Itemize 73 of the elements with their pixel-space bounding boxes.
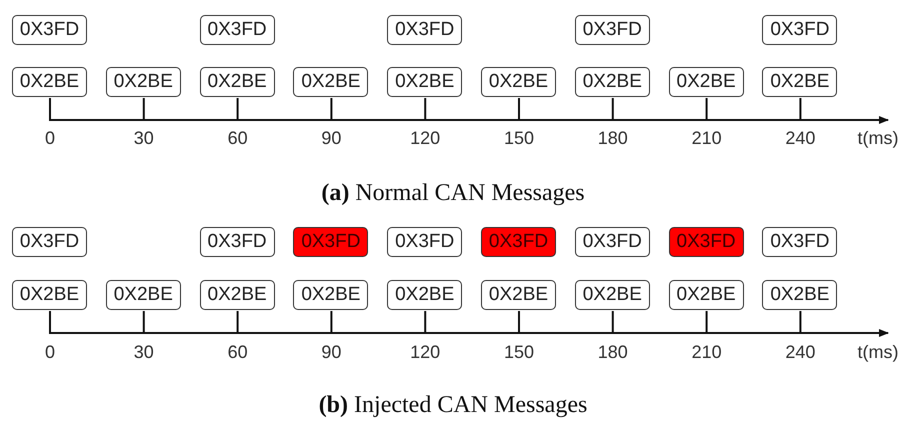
connector-line [518,311,520,333]
message-box: 0X2BE [106,67,181,97]
message-box: 0X3FD [12,227,87,257]
message-box: 0X3FD [481,227,556,257]
caption: (a) Normal CAN Messages [321,180,585,207]
message-box: 0X3FD [762,15,838,45]
tick-label: 180 [598,342,628,363]
tick-label: 0 [45,342,55,363]
caption: (b) Injected CAN Messages [318,392,588,419]
tick-label: 0 [45,128,55,149]
message-box: 0X3FD [762,227,838,257]
message-box: 0X3FD [200,227,275,257]
connector-line [706,98,708,120]
connector-line [612,311,614,333]
message-box: 0X2BE [481,67,556,97]
message-box: 0X3FD [293,227,368,257]
axis-label: t(ms) [858,128,898,149]
axis-label: t(ms) [858,342,898,363]
tick-label: 240 [785,342,816,363]
timeline-arrow [49,116,889,124]
tick-label: 90 [321,128,342,149]
timeline-arrow [49,329,889,337]
connector-line [330,311,332,333]
message-box: 0X2BE [387,280,462,310]
message-box: 0X2BE [574,67,650,97]
message-box: 0X2BE [200,280,275,310]
message-box: 0X2BE [293,280,368,310]
tick-label: 150 [504,128,534,149]
connector-line [612,98,614,120]
connector-line [142,98,145,120]
message-box: 0X2BE [200,67,275,97]
message-box: 0X2BE [668,67,744,97]
message-box: 0X2BE [762,280,838,310]
message-box: 0X2BE [481,280,556,310]
tick-label: 210 [692,342,722,363]
tick-label: 120 [410,342,440,363]
connector-line [236,98,239,120]
connector-line [706,311,708,333]
connector-line [330,98,332,120]
tick-label: 150 [504,342,534,363]
message-box: 0X2BE [668,280,744,310]
tick-label: 60 [228,128,248,149]
connector-line [236,311,239,333]
message-box: 0X3FD [200,15,275,45]
tick-label: 120 [410,128,440,149]
message-box: 0X3FD [574,15,650,45]
message-box: 0X2BE [574,280,650,310]
tick-label: 240 [785,128,816,149]
connector-line [142,311,145,333]
connector-line [518,98,520,120]
message-box: 0X2BE [12,280,87,310]
connector-line [799,98,802,120]
message-box: 0X2BE [12,67,87,97]
message-box: 0X2BE [106,280,181,310]
message-box: 0X3FD [574,227,650,257]
connector-line [799,311,802,333]
message-box: 0X2BE [293,67,368,97]
tick-label: 90 [321,342,342,363]
tick-label: 30 [134,342,154,363]
connector-line [49,98,51,120]
message-box: 0X2BE [762,67,838,97]
message-box: 0X3FD [12,15,87,45]
connector-line [49,311,51,333]
message-box: 0X2BE [387,67,462,97]
tick-label: 60 [228,342,248,363]
connector-line [424,311,426,333]
tick-label: 210 [692,128,722,149]
tick-label: 30 [134,128,154,149]
message-box: 0X3FD [387,227,462,257]
connector-line [424,98,426,120]
tick-label: 180 [598,128,628,149]
message-box: 0X3FD [668,227,744,257]
message-box: 0X3FD [387,15,462,45]
